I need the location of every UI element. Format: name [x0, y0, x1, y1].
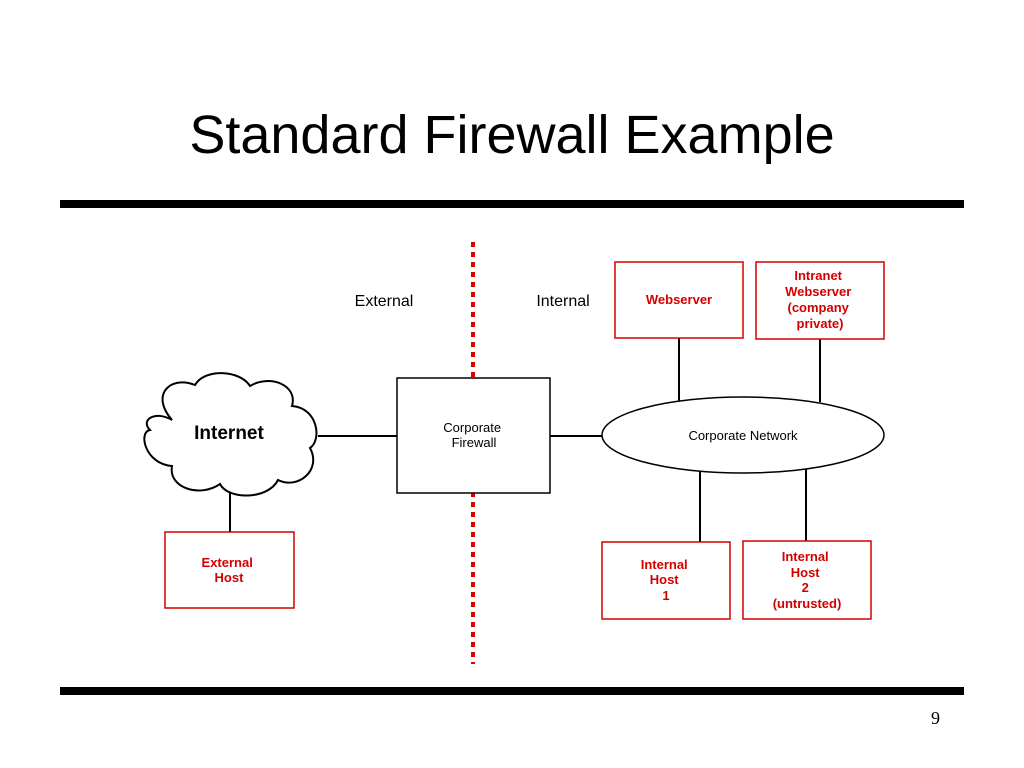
external-zone-label: External [355, 293, 414, 310]
internal-host-1: Internal Host 1 [601, 541, 731, 620]
external-host: External Host [164, 531, 295, 609]
webserver: Webserver [614, 261, 744, 339]
internal-zone-label: Internal [536, 293, 589, 310]
internal-host-2-label: Internal Host 2 (untrusted) [773, 549, 842, 611]
internal-host-2: Internal Host 2 (untrusted) [742, 540, 872, 620]
bottom-rule [60, 687, 964, 695]
corporate-network: Corporate Network [601, 396, 885, 474]
page-number: 9 [931, 708, 940, 728]
corporate-network-label: Corporate Network [688, 428, 798, 443]
corporate-firewall: Corporate Firewall [396, 377, 551, 494]
internal-host-1-label: Internal Host 1 [641, 557, 692, 603]
page-title: Standard Firewall Example [189, 105, 835, 165]
connection-lines [229, 338, 821, 542]
external-host-label: External Host [202, 555, 257, 585]
intranet-webserver: Intranet Webserver (company private) [755, 261, 885, 340]
internet-cloud: Internet [143, 372, 318, 497]
top-rule [60, 200, 964, 208]
firewall-label: Corporate Firewall [443, 420, 504, 450]
internet-label: Internet [194, 423, 264, 444]
webserver-label: Webserver [646, 292, 712, 307]
intranet-webserver-label: Intranet Webserver (company private) [785, 268, 855, 331]
